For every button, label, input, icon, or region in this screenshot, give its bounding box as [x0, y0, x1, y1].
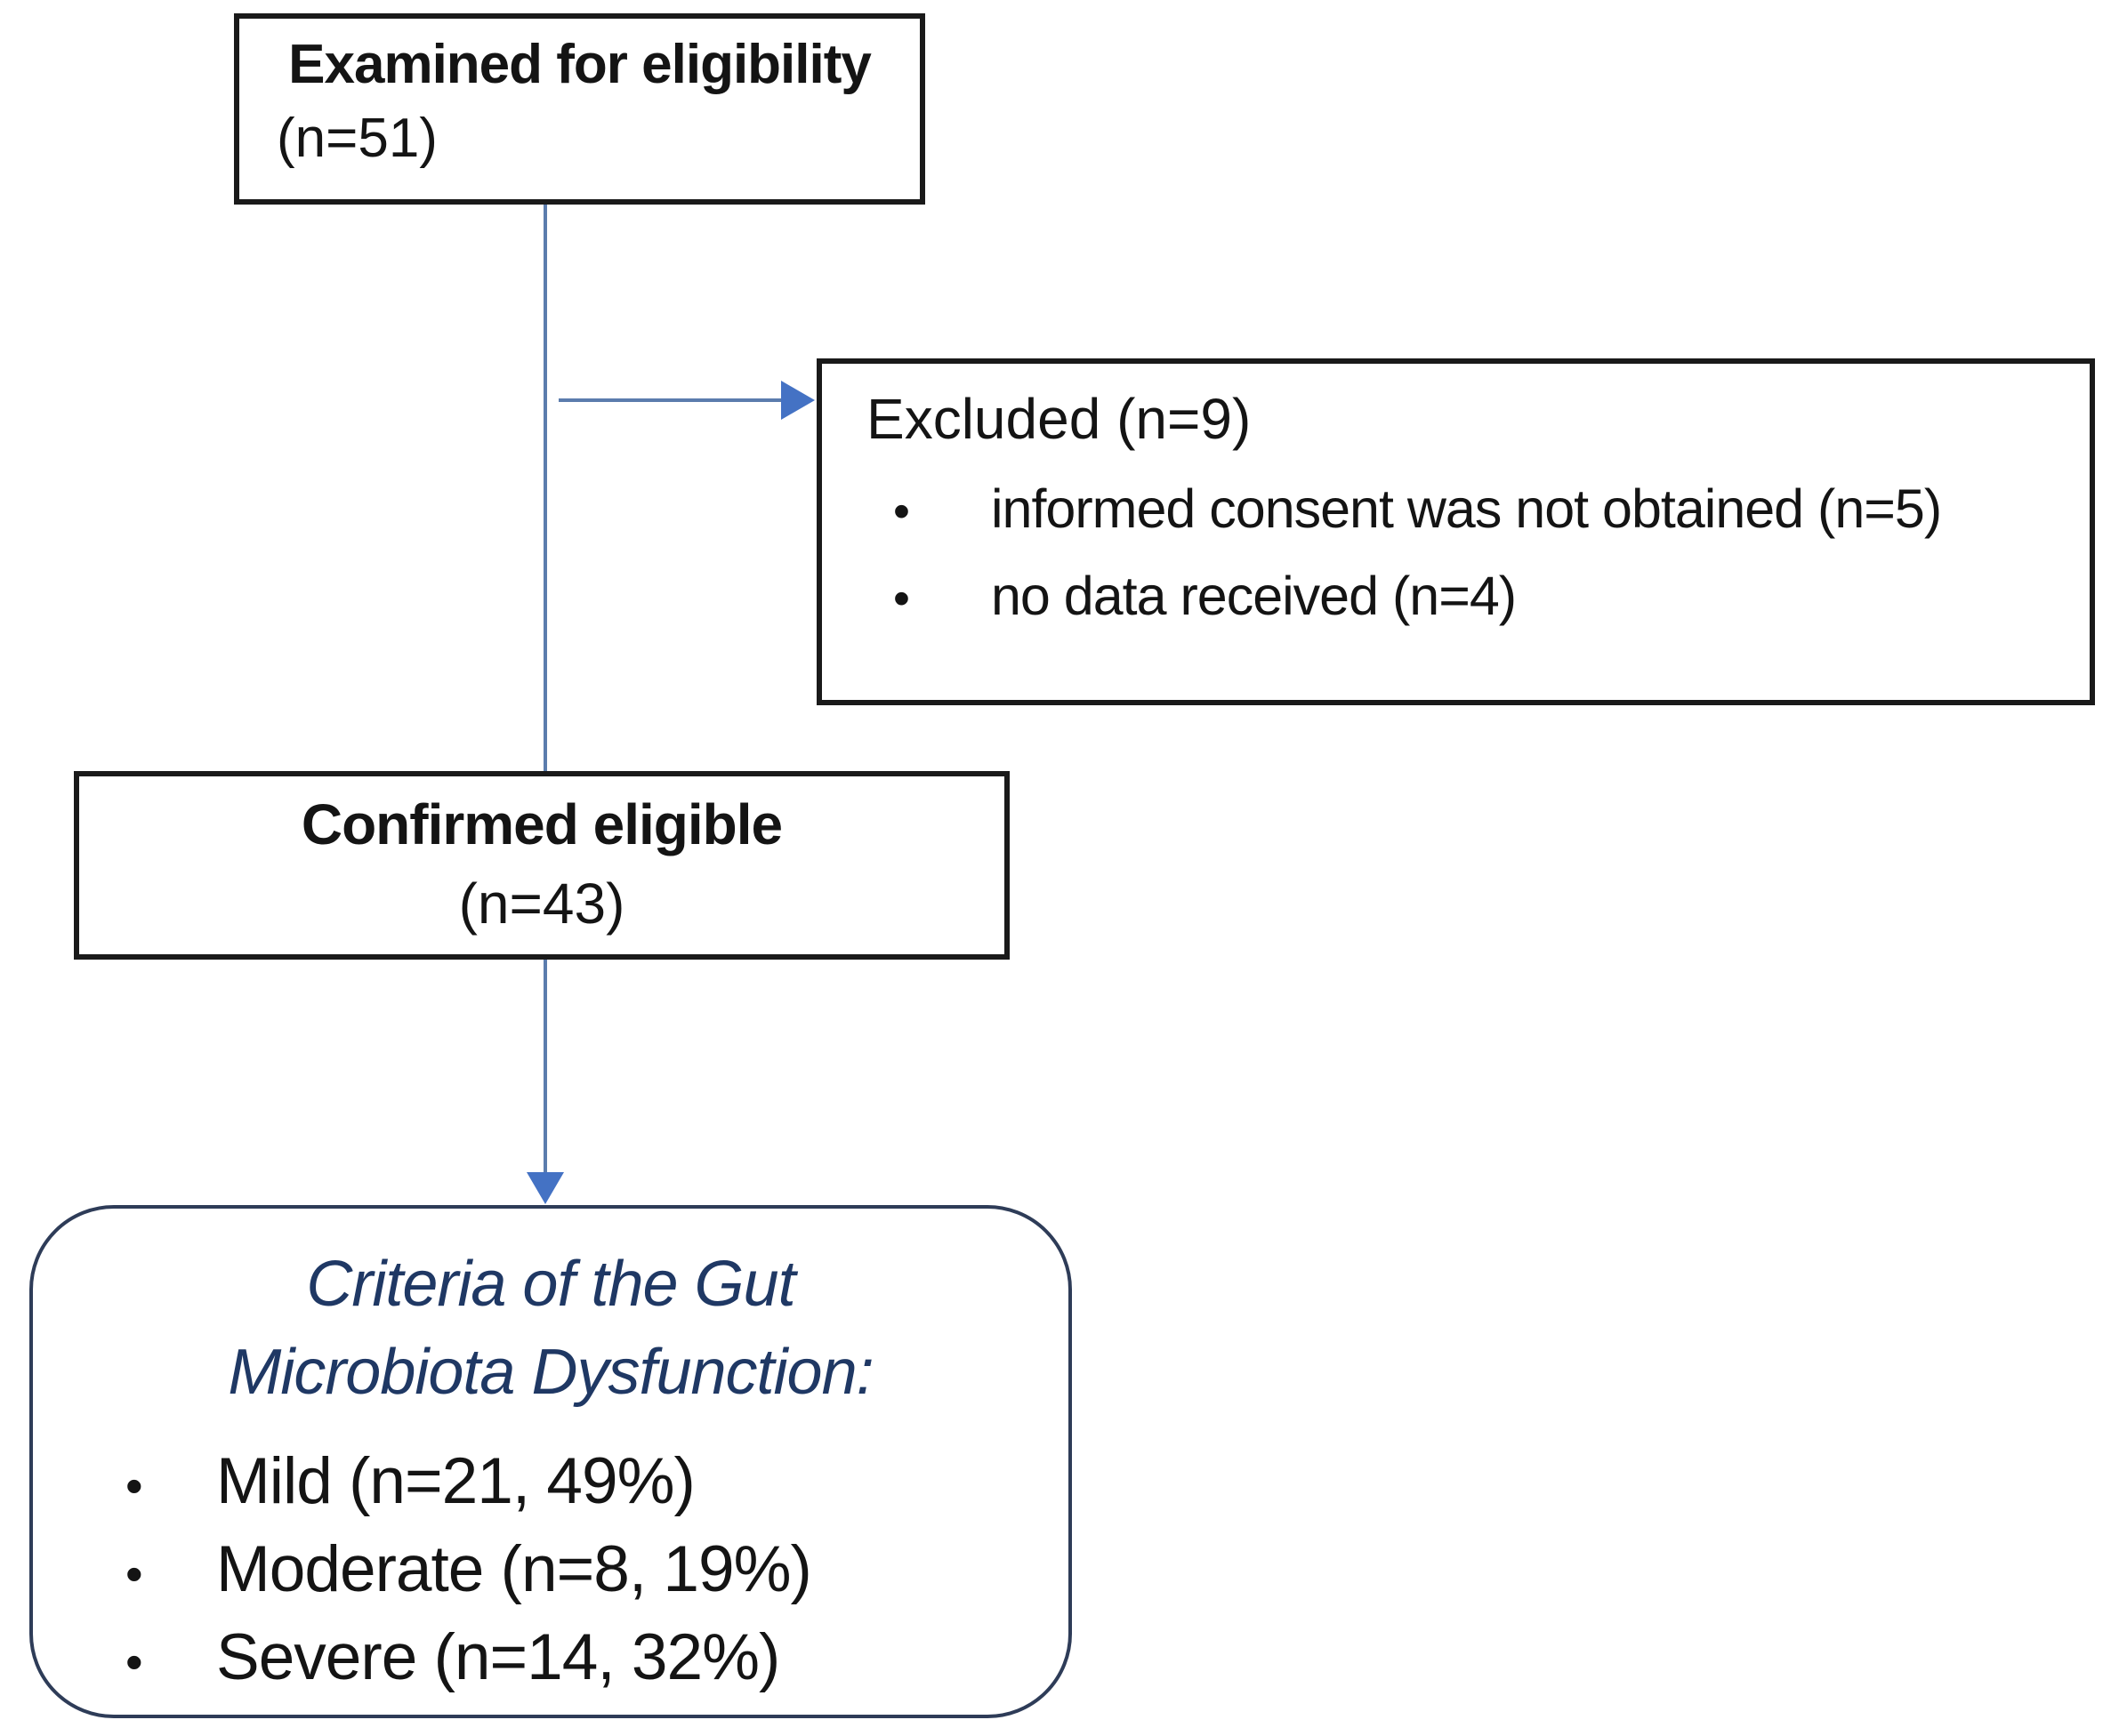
arrow-down-icon: [527, 1172, 564, 1204]
criteria-item: • Moderate (n=8, 19%): [33, 1532, 1068, 1606]
connector-to-excluded: [559, 398, 783, 402]
excluded-item-text: no data received (n=4): [991, 565, 1517, 626]
criteria-item-text: Severe (n=14, 32%): [216, 1620, 780, 1693]
criteria-title-line2: Microbiota Dysfunction:: [228, 1337, 874, 1409]
connector-confirmed-to-criteria: [544, 960, 547, 1173]
excluded-item: • informed consent was not obtained (n=5…: [866, 478, 2065, 540]
excluded-box: Excluded (n=9) • informed consent was no…: [817, 358, 2095, 705]
excluded-item-text: informed consent was not obtained (n=5): [991, 478, 1942, 539]
arrow-right-icon: [781, 381, 815, 420]
criteria-item-text: Mild (n=21, 49%): [216, 1444, 696, 1517]
examined-box: Examined for eligibility (n=51): [234, 13, 925, 205]
criteria-box: Criteria of the Gut Microbiota Dysfuncti…: [29, 1205, 1072, 1718]
bullet-icon: •: [893, 571, 910, 625]
criteria-list: • Mild (n=21, 49%) • Moderate (n=8, 19%)…: [33, 1444, 1068, 1694]
excluded-item: • no data received (n=4): [866, 565, 2065, 627]
criteria-title-line1: Criteria of the Gut: [306, 1249, 795, 1320]
confirmed-n-label: (n=43): [458, 871, 625, 936]
bullet-icon: •: [893, 484, 910, 538]
criteria-item-text: Moderate (n=8, 19%): [216, 1532, 812, 1605]
connector-examined-to-confirmed: [544, 127, 547, 771]
criteria-item: • Severe (n=14, 32%): [33, 1620, 1068, 1694]
bullet-icon: •: [125, 1633, 143, 1690]
examined-n-label: (n=51): [277, 108, 438, 170]
criteria-title: Criteria of the Gut Microbiota Dysfuncti…: [33, 1241, 1068, 1418]
confirmed-title: Confirmed eligible: [301, 792, 783, 856]
confirmed-box: Confirmed eligible (n=43): [74, 771, 1010, 960]
bullet-icon: •: [125, 1457, 143, 1514]
examined-title: Examined for eligibility: [288, 34, 872, 95]
bullet-icon: •: [125, 1545, 143, 1602]
criteria-item: • Mild (n=21, 49%): [33, 1444, 1068, 1518]
excluded-title: Excluded (n=9): [866, 387, 1252, 451]
